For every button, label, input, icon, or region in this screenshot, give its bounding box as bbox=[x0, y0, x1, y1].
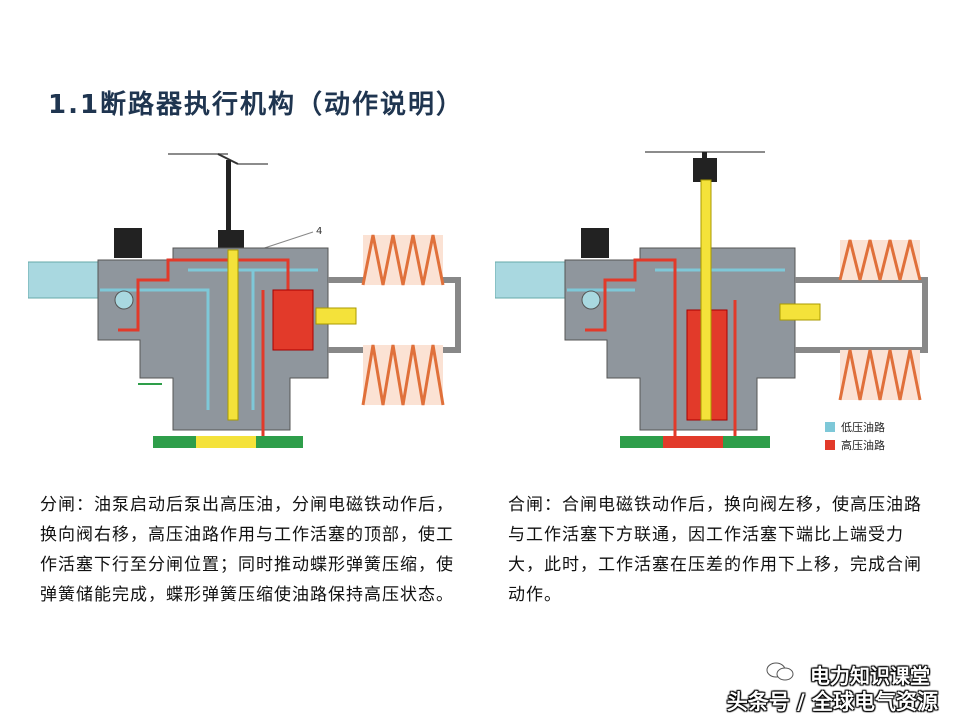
spring-coil bbox=[838, 239, 922, 281]
spring-rod bbox=[315, 307, 357, 325]
mechanism-body bbox=[97, 247, 329, 431]
oil-inlet bbox=[495, 261, 568, 299]
base-rod bbox=[663, 436, 723, 448]
pump bbox=[581, 290, 601, 310]
pump bbox=[114, 290, 134, 310]
watermark-line2: 头条号 / 全球电气资源 bbox=[726, 690, 938, 714]
disc-spring-top bbox=[363, 235, 443, 285]
low-pressure-lines bbox=[100, 268, 318, 410]
solenoid bbox=[581, 228, 609, 258]
solenoid bbox=[114, 228, 142, 258]
spring-rod bbox=[779, 303, 821, 321]
chat-icon bbox=[766, 662, 794, 681]
rod-head bbox=[693, 158, 717, 182]
working-piston bbox=[700, 179, 712, 421]
operating-rod bbox=[226, 160, 231, 232]
working-piston bbox=[227, 249, 239, 421]
high-pressure-chamber bbox=[272, 289, 314, 351]
callout-number: 4 bbox=[316, 226, 322, 237]
page-title: 1.1断路器执行机构（动作说明） bbox=[48, 90, 465, 120]
diagram-closed: 低压油路 高压油路 bbox=[495, 151, 928, 452]
rod-head bbox=[218, 230, 244, 248]
disc-spring-top bbox=[840, 240, 920, 280]
spring-coil bbox=[361, 344, 445, 406]
high-pressure-lines bbox=[118, 258, 290, 440]
disc-spring-bottom bbox=[363, 345, 443, 405]
caption-open: 分闸：油泵启动后泵出高压油，分闸电磁铁动作后，换向阀右移，高压油路作用与工作活塞… bbox=[40, 495, 454, 605]
switch-contact bbox=[168, 153, 268, 165]
legend-label-high: 高压油路 bbox=[841, 438, 885, 452]
diagram-open: 4 bbox=[28, 153, 461, 448]
oil-inlet bbox=[28, 261, 101, 299]
legend-label-low: 低压油路 bbox=[841, 420, 885, 434]
legend-swatch-high bbox=[825, 440, 835, 450]
spring-coil bbox=[838, 349, 922, 401]
legend-swatch-low bbox=[825, 422, 835, 432]
watermark-line1: 电力知识课堂 bbox=[810, 664, 930, 688]
high-pressure-lines bbox=[585, 258, 737, 440]
low-pressure-lines bbox=[567, 268, 785, 292]
disc-spring-bottom bbox=[840, 350, 920, 400]
caption-closed: 合闸：合闸电磁铁动作后，换向阀左移，使高压油路与工作活塞下方联通，因工作活塞下端… bbox=[508, 495, 922, 605]
mechanism-body bbox=[564, 247, 796, 431]
legend: 低压油路 高压油路 bbox=[825, 420, 885, 452]
spring-coil bbox=[361, 234, 445, 286]
base-rod bbox=[196, 436, 256, 448]
